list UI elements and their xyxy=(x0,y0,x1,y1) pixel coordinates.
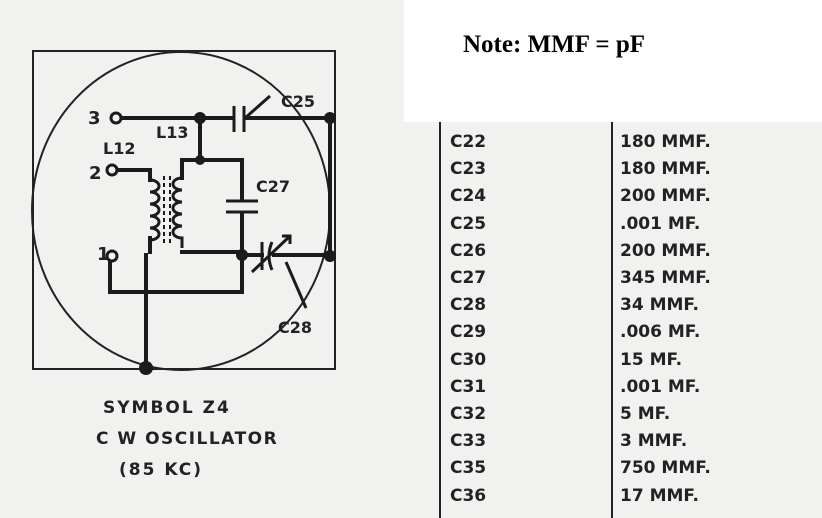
part-id: C32 xyxy=(450,404,487,424)
part-id: C25 xyxy=(450,213,487,234)
part-value: 345 MMF. xyxy=(620,268,711,288)
note-text: Note: MMF = pF xyxy=(463,31,646,58)
part-id: C36 xyxy=(450,485,487,506)
part-value: 3 MMF. xyxy=(620,431,688,452)
part-id: C30 xyxy=(450,349,487,370)
junction-dots xyxy=(139,112,336,375)
label-l12: L12 xyxy=(103,139,136,158)
part-value: 17 MMF. xyxy=(620,485,699,506)
caption-frequency: (85 KC) xyxy=(119,460,204,480)
capacitor-c25-symbol xyxy=(232,94,271,132)
capacitor-c28-symbol xyxy=(250,234,308,309)
part-value: 180 MMF. xyxy=(620,132,711,152)
part-id: C26 xyxy=(450,240,487,261)
coil-core-symbol xyxy=(163,176,171,246)
terminal-label-3: 3 xyxy=(88,108,101,129)
part-value: .001 MF. xyxy=(620,213,701,234)
terminal-label-1: 1 xyxy=(97,244,110,265)
label-c27: C27 xyxy=(256,177,291,196)
part-value: 200 MMF. xyxy=(620,240,711,261)
caption-symbol: SYMBOL Z4 xyxy=(103,398,231,418)
part-value: 180 MMF. xyxy=(620,159,711,180)
part-id: C27 xyxy=(450,268,487,288)
terminal-circles xyxy=(105,111,123,263)
part-id: C31 xyxy=(450,376,487,397)
coil-l12-symbol xyxy=(149,178,161,242)
caption-title: C W OSCILLATOR xyxy=(96,429,279,449)
terminal-label-2: 2 xyxy=(89,163,102,184)
part-value: 34 MMF. xyxy=(620,295,699,316)
part-id: C29 xyxy=(450,322,487,343)
part-value: .006 MF. xyxy=(620,322,701,343)
label-c25: C25 xyxy=(281,92,316,111)
part-id: C23 xyxy=(450,159,487,180)
note-box xyxy=(404,0,822,122)
coil-l13-symbol xyxy=(171,176,184,248)
part-value: 5 MF. xyxy=(620,404,671,424)
part-id: C22 xyxy=(450,132,487,152)
label-l13: L13 xyxy=(156,123,189,142)
part-value: .001 MF. xyxy=(620,376,701,397)
capacitor-c27-symbol xyxy=(226,199,258,214)
part-id: C28 xyxy=(450,295,487,316)
label-c28: C28 xyxy=(278,318,313,337)
circuit-wiring xyxy=(108,116,332,370)
part-value: 15 MF. xyxy=(620,349,683,370)
part-id: C35 xyxy=(450,458,487,479)
part-id: C24 xyxy=(450,186,487,207)
part-value: 750 MMF. xyxy=(620,458,711,479)
part-value: 200 MMF. xyxy=(620,186,711,207)
part-id: C33 xyxy=(450,431,487,452)
